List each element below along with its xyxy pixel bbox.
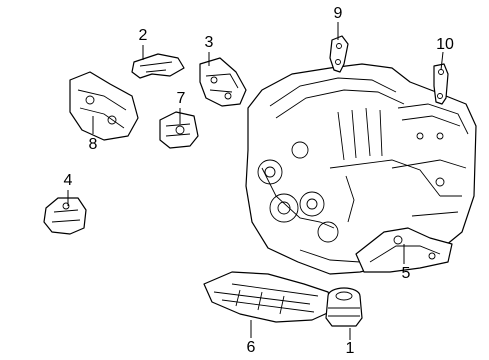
mount-bracket-left xyxy=(69,71,139,141)
engine-assembly xyxy=(245,63,477,275)
skid-plate xyxy=(203,271,335,323)
callout-5: 5 xyxy=(402,265,411,282)
engine-hanger-front xyxy=(329,35,349,73)
callout-10: 10 xyxy=(436,36,454,53)
engine-hanger-rear xyxy=(433,63,449,105)
leader-10 xyxy=(440,51,444,71)
callout-1: 1 xyxy=(346,340,355,357)
callout-8: 8 xyxy=(89,136,98,153)
engine-mount xyxy=(325,287,363,327)
callout-2: 2 xyxy=(139,27,148,44)
engine-mount-insulator xyxy=(159,111,199,149)
transmission-mount xyxy=(43,197,87,235)
callout-4: 4 xyxy=(64,172,73,189)
callout-6: 6 xyxy=(247,339,256,356)
mount-bracket-right xyxy=(199,57,247,107)
callout-labels: 1 2 3 4 5 6 7 8 9 10 xyxy=(64,5,454,357)
callout-7: 7 xyxy=(177,90,186,107)
leader-lines xyxy=(67,22,444,340)
heat-shield-bracket xyxy=(131,53,185,79)
callout-9: 9 xyxy=(334,5,343,22)
callout-3: 3 xyxy=(205,34,214,51)
